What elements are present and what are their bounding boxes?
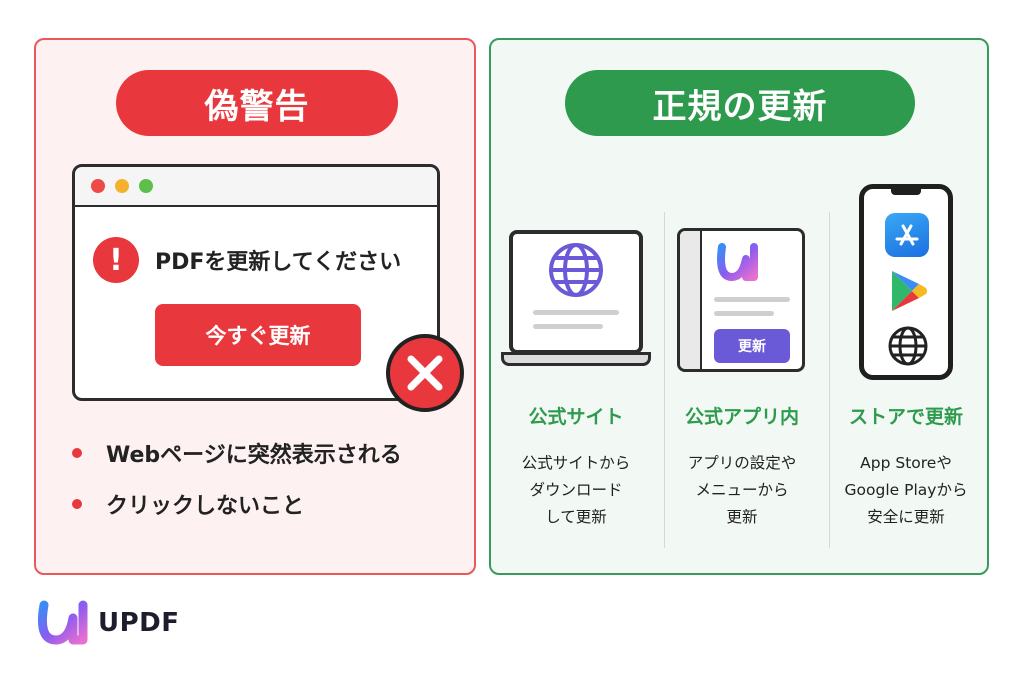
laptop-icon (509, 230, 643, 354)
column-description: App Storeや Google Playから 安全に更新 (831, 450, 981, 531)
column-title: 公式アプリ内 (684, 406, 799, 428)
official-update-title: 正規の更新 (565, 70, 915, 136)
list-item: クリックしないこと (72, 489, 402, 519)
brand-name: UPDF (98, 608, 180, 638)
description-line: アプリの設定や (687, 454, 797, 472)
fake-popup-message: PDFを更新してください (155, 250, 402, 275)
column-official-app: 更新 公式アプリ内 アプリの設定や メニューから 更新 (667, 180, 817, 550)
warning-icon: ! (93, 237, 139, 283)
updf-logo-icon (38, 600, 88, 645)
description-line: して更新 (545, 508, 607, 526)
app-window-icon: 更新 (677, 228, 805, 372)
phone-icon (859, 184, 953, 380)
globe-icon (549, 243, 603, 297)
text-line (714, 297, 790, 302)
column-store: ストアで更新 App Storeや Google Playから 安全に更新 (831, 180, 981, 550)
column-divider (829, 212, 830, 548)
in-app-update-button[interactable]: 更新 (714, 329, 790, 363)
column-description: 公式サイトから ダウンロード して更新 (501, 450, 651, 531)
browser-title-bar (75, 167, 437, 207)
description-line: ダウンロード (529, 481, 623, 499)
column-description: アプリの設定や メニューから 更新 (667, 450, 817, 531)
description-line: 安全に更新 (867, 508, 945, 526)
window-close-dot (91, 179, 105, 193)
updf-logo-icon (717, 243, 758, 281)
fake-warning-bullets: Webページに突然表示される クリックしないこと (72, 438, 402, 540)
fake-browser-window: ! PDFを更新してください 今すぐ更新 (72, 164, 440, 401)
google-play-icon (892, 271, 927, 311)
fake-warning-title: 偽警告 (116, 70, 398, 136)
bullet-dot (72, 499, 82, 509)
window-maximize-dot (139, 179, 153, 193)
window-minimize-dot (115, 179, 129, 193)
app-store-icon (885, 213, 929, 257)
fake-update-now-button[interactable]: 今すぐ更新 (155, 304, 361, 366)
description-line: 更新 (726, 508, 758, 526)
close-icon (386, 334, 464, 412)
bullet-dot (72, 448, 82, 458)
column-divider (664, 212, 665, 548)
column-official-site: 公式サイト 公式サイトから ダウンロード して更新 (501, 180, 651, 550)
bullet-text: クリックしないこと (106, 494, 305, 519)
bullet-text: Webページに突然表示される (106, 443, 402, 468)
official-update-panel: 正規の更新 公式サイト 公式サイトから ダウンロード して更新 (489, 38, 989, 575)
fake-popup-message-row: ! PDFを更新してください (93, 237, 401, 283)
phone-notch (891, 189, 921, 195)
globe-icon (888, 326, 928, 366)
description-line: メニューから (695, 481, 789, 499)
text-line (533, 310, 619, 315)
column-title: ストアで更新 (848, 406, 963, 428)
description-line: 公式サイトから (521, 454, 631, 472)
text-line (714, 311, 774, 316)
brand-logo: UPDF (36, 600, 180, 646)
column-title: 公式サイト (528, 406, 624, 428)
description-line: App Storeや (860, 454, 952, 472)
list-item: Webページに突然表示される (72, 438, 402, 468)
text-line (533, 324, 603, 329)
fake-warning-panel: 偽警告 ! PDFを更新してください 今すぐ更新 Webページに突然表示される … (34, 38, 476, 575)
app-sidebar (680, 231, 702, 369)
laptop-base (501, 352, 651, 366)
description-line: Google Playから (844, 481, 968, 499)
